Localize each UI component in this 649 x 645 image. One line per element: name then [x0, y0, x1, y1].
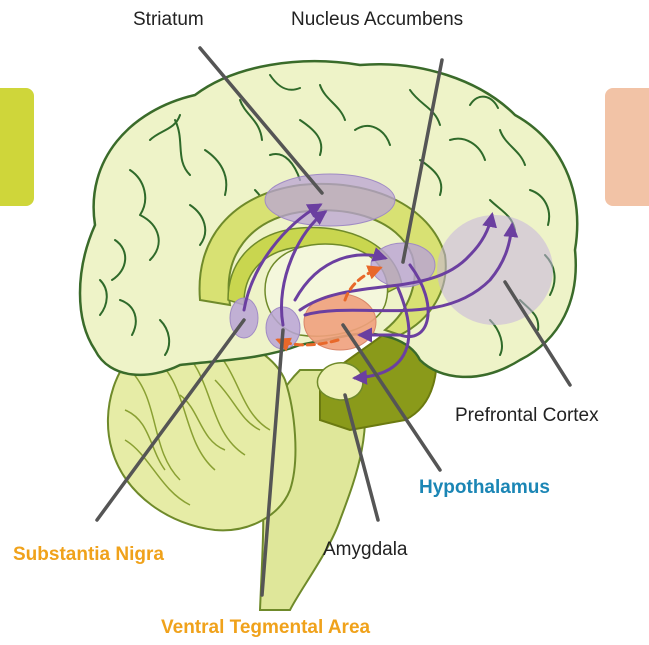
label-substantia-nigra: Substantia Nigra [13, 545, 164, 564]
label-amygdala: Amygdala [323, 540, 408, 559]
prefrontal-cortex-region [437, 215, 553, 325]
label-nucleus-accumbens: Nucleus Accumbens [291, 10, 463, 29]
amygdala-region [317, 363, 362, 400]
label-hypothalamus: Hypothalamus [419, 478, 550, 497]
label-striatum: Striatum [133, 10, 204, 29]
label-prefrontal-cortex: Prefrontal Cortex [455, 406, 599, 425]
striatum-region [265, 174, 395, 226]
label-ventral-tegmental-area: Ventral Tegmental Area [161, 618, 370, 637]
